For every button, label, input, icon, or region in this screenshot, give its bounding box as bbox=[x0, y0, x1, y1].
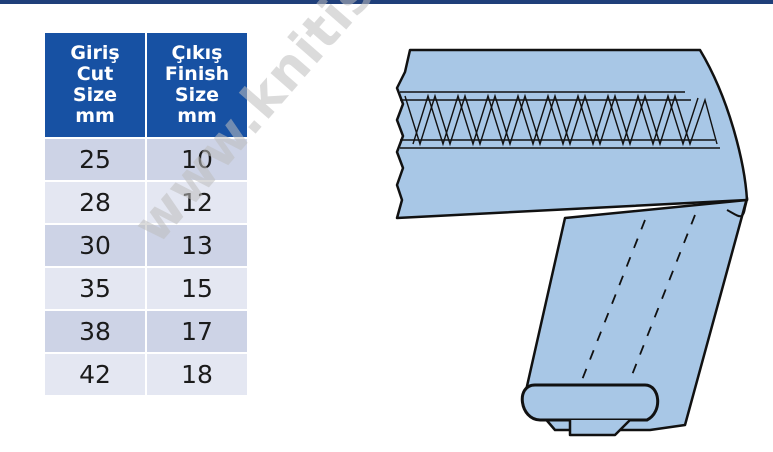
finish-size-cell: 17 bbox=[145, 309, 247, 353]
table-row: 30 13 bbox=[45, 223, 247, 267]
table-row: 38 17 bbox=[45, 309, 247, 353]
cut-size-cell: 42 bbox=[45, 352, 146, 395]
table-row: 35 15 bbox=[45, 266, 247, 310]
fabric-top-band bbox=[395, 48, 749, 220]
binder-fabric-illustration bbox=[395, 48, 749, 437]
cut-size-cell: 38 bbox=[45, 309, 146, 353]
cut-size-cell: 30 bbox=[45, 223, 146, 267]
finish-size-cell: 18 bbox=[145, 352, 247, 395]
size-table: Giriş Cut Size mm Çıkış Finish Size mm 2… bbox=[45, 33, 247, 395]
table-row: 25 10 bbox=[45, 137, 247, 181]
top-rule bbox=[0, 0, 773, 4]
header-cut-size: Giriş Cut Size mm bbox=[45, 33, 146, 138]
table-header-row: Giriş Cut Size mm Çıkış Finish Size mm bbox=[45, 33, 247, 138]
cut-size-cell: 35 bbox=[45, 266, 146, 310]
stitch-line-left bbox=[579, 219, 646, 386]
fabric-fold-back bbox=[726, 199, 748, 218]
overlock-stitch bbox=[400, 91, 720, 149]
finish-size-cell: 15 bbox=[145, 266, 247, 310]
stitch-line-right bbox=[629, 214, 696, 381]
finish-size-cell: 13 bbox=[145, 223, 247, 267]
finish-size-cell: 10 bbox=[145, 137, 247, 181]
finish-size-cell: 12 bbox=[145, 180, 247, 224]
cut-size-cell: 28 bbox=[45, 180, 146, 224]
header-finish-size: Çıkış Finish Size mm bbox=[145, 33, 247, 138]
table-row: 28 12 bbox=[45, 180, 247, 224]
fabric-rolled-hem bbox=[520, 383, 660, 422]
fabric-hem-tail bbox=[568, 419, 631, 437]
cut-size-cell: 25 bbox=[45, 137, 146, 181]
table-row: 42 18 bbox=[45, 352, 247, 395]
